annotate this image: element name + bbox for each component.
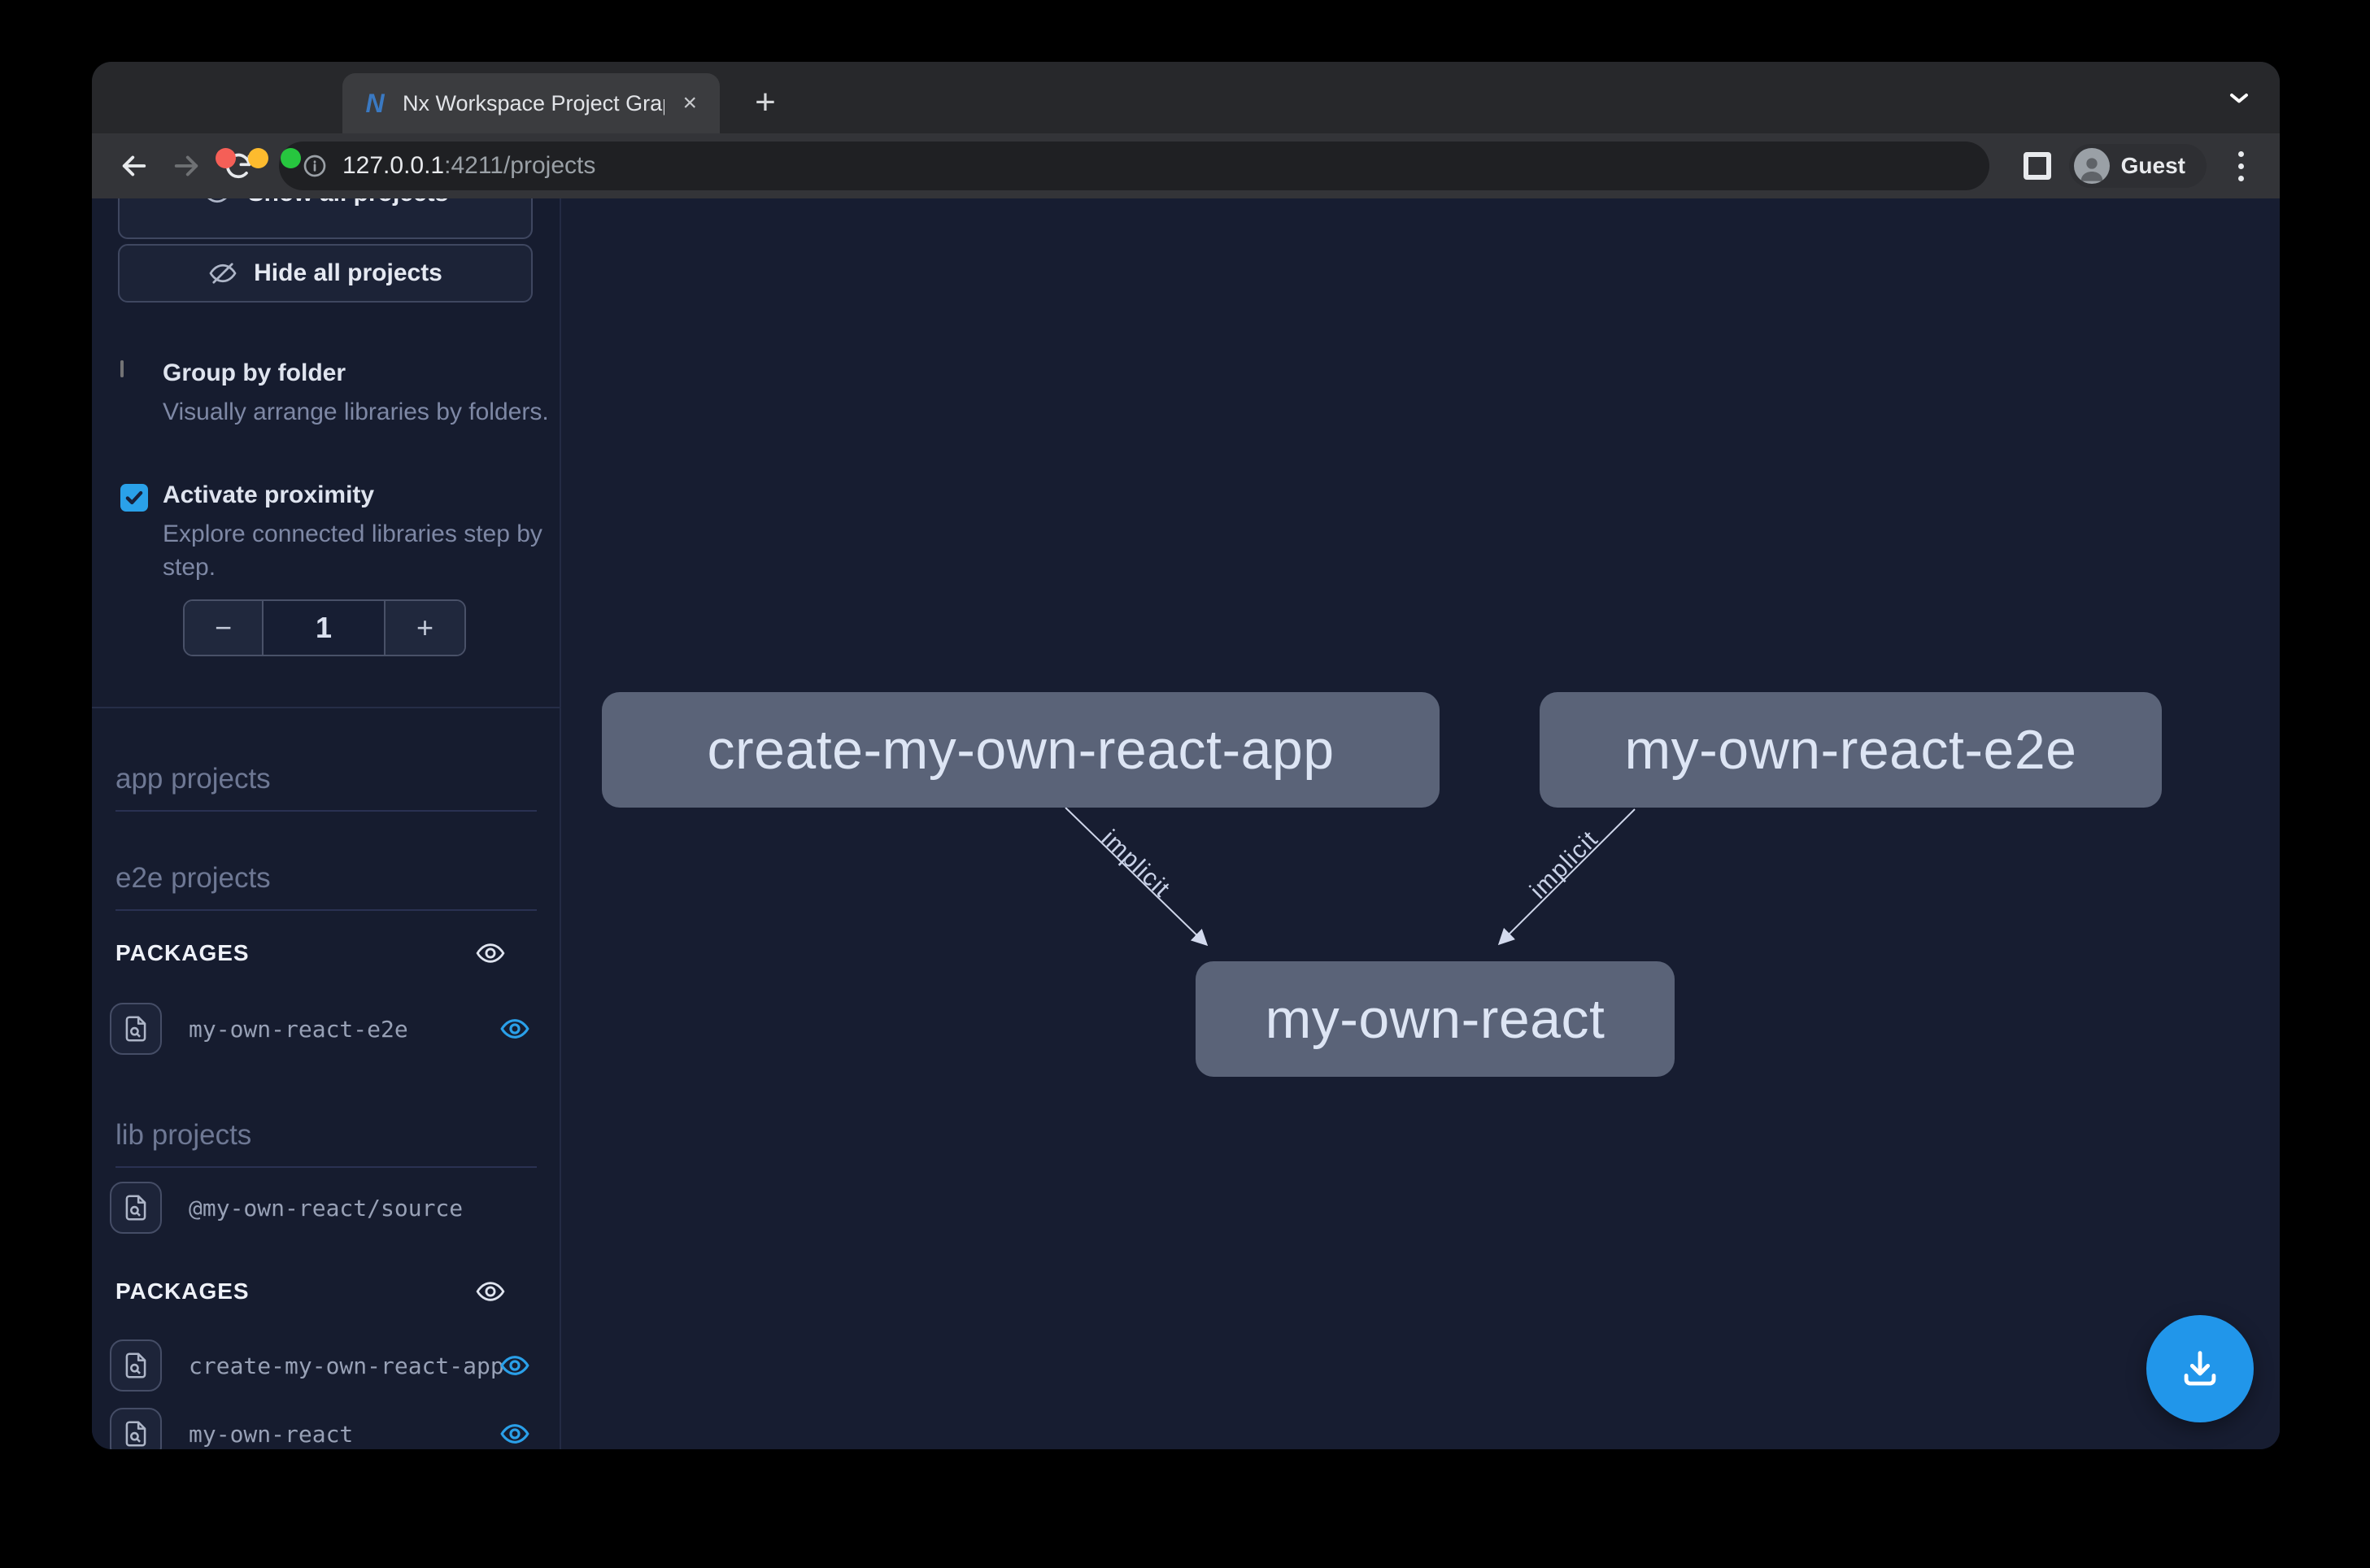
- project-name[interactable]: create-my-own-react-app: [189, 1352, 504, 1379]
- browser-menu-icon[interactable]: [2224, 150, 2257, 181]
- node-label: create-my-own-react-app: [707, 719, 1335, 781]
- profile-chip[interactable]: Guest: [2068, 144, 2207, 188]
- browser-toolbar: 127.0.0.1:4211/projects Guest: [92, 133, 2280, 198]
- activate-proximity-label: Activate proximity: [163, 481, 375, 508]
- node-label: my-own-react: [1265, 988, 1605, 1050]
- show-all-projects-button[interactable]: Show all projects: [118, 198, 533, 239]
- fullscreen-window-button[interactable]: [281, 148, 301, 168]
- graph-edges: implicit implicit: [1065, 807, 1636, 947]
- group-by-folder-description: Visually arrange libraries by folders.: [163, 399, 549, 425]
- proximity-decrement-button[interactable]: −: [185, 601, 264, 655]
- address-bar[interactable]: 127.0.0.1:4211/projects: [279, 142, 1989, 190]
- edge-label-implicit: implicit: [1096, 825, 1175, 903]
- side-panel-icon[interactable]: [2023, 152, 2051, 180]
- activate-proximity-checkbox[interactable]: [120, 484, 148, 512]
- app-content: Show all projects Hide all projects Grou…: [92, 198, 2280, 1449]
- proximity-increment-button[interactable]: +: [386, 601, 464, 655]
- graph-node-create-my-own-react-app[interactable]: create-my-own-react-app: [602, 692, 1440, 808]
- project-row-my-own-react-e2e: my-own-react-e2e: [110, 1002, 543, 1056]
- project-row-create-my-own-react-app: create-my-own-react-app: [110, 1339, 543, 1392]
- node-label: my-own-react-e2e: [1624, 719, 2077, 781]
- e2e-projects-heading: e2e projects: [115, 862, 537, 911]
- browser-window: N Nx Workspace Project Graph × + 127.0.: [92, 62, 2280, 1449]
- browser-tab[interactable]: N Nx Workspace Project Graph ×: [342, 73, 720, 133]
- project-row-my-own-react-source: @my-own-react/source: [110, 1181, 543, 1235]
- url-text: 127.0.0.1:4211/projects: [342, 152, 596, 179]
- packages-label: PACKAGES: [115, 940, 250, 965]
- file-search-icon: [125, 1421, 146, 1447]
- file-search-icon: [125, 1016, 146, 1042]
- focus-project-button[interactable]: [110, 1003, 162, 1055]
- project-row-my-own-react: my-own-react: [110, 1407, 543, 1449]
- eye-icon: [207, 198, 227, 203]
- project-name[interactable]: @my-own-react/source: [189, 1194, 464, 1222]
- group-by-folder-label: Group by folder: [163, 359, 346, 386]
- close-window-button[interactable]: [216, 148, 236, 168]
- lib-projects-heading: lib projects: [115, 1119, 537, 1168]
- tab-close-icon[interactable]: ×: [682, 89, 697, 116]
- file-search-icon: [125, 1352, 146, 1379]
- edge-e2e-to-react: [1497, 808, 1636, 946]
- avatar: [2073, 148, 2110, 184]
- graph-node-my-own-react[interactable]: my-own-react: [1196, 961, 1675, 1077]
- project-graph-canvas[interactable]: implicit implicit create-my-own-react-ap…: [561, 198, 2280, 1449]
- app-projects-heading: app projects: [115, 763, 537, 812]
- focus-project-button[interactable]: [110, 1339, 162, 1392]
- download-icon: [2184, 1351, 2216, 1386]
- focus-project-button[interactable]: [110, 1408, 162, 1449]
- focus-project-button[interactable]: [110, 1182, 162, 1234]
- eye-off-icon: [209, 263, 237, 284]
- hide-all-projects-label: Hide all projects: [254, 259, 442, 286]
- back-button[interactable]: [111, 143, 157, 189]
- site-info-icon[interactable]: [302, 153, 328, 179]
- packages-header-lib: PACKAGES: [115, 1278, 537, 1304]
- forward-button[interactable]: [163, 143, 209, 189]
- new-tab-button[interactable]: +: [755, 82, 776, 122]
- edge-label-implicit: implicit: [1525, 825, 1604, 904]
- nx-favicon-icon: N: [365, 88, 385, 118]
- tab-overflow-chevron-icon[interactable]: [2224, 83, 2254, 116]
- toggle-visibility-eye-icon[interactable]: [499, 1350, 530, 1381]
- packages-label: PACKAGES: [115, 1278, 250, 1304]
- group-by-folder-checkbox[interactable]: [120, 360, 124, 377]
- packages-header-e2e: PACKAGES: [115, 940, 537, 966]
- toggle-visibility-eye-icon[interactable]: [499, 1013, 530, 1044]
- tab-title: Nx Workspace Project Graph: [403, 90, 665, 115]
- eye-icon[interactable]: [475, 1276, 506, 1307]
- proximity-stepper: − 1 +: [183, 599, 466, 656]
- edge-create-to-react: [1065, 807, 1209, 947]
- activate-proximity-description: Explore connected libraries step by step…: [163, 520, 542, 581]
- checkbox-unchecked-icon[interactable]: [120, 360, 124, 377]
- download-graph-button[interactable]: [2146, 1315, 2254, 1422]
- file-search-icon: [125, 1195, 146, 1221]
- proximity-value: 1: [264, 601, 386, 655]
- sidebar-divider: [92, 707, 560, 708]
- project-sidebar: Show all projects Hide all projects Grou…: [92, 198, 561, 1449]
- project-name[interactable]: my-own-react: [189, 1420, 354, 1448]
- show-all-projects-label: Show all projects: [248, 198, 449, 207]
- tab-strip: N Nx Workspace Project Graph × +: [92, 62, 2280, 168]
- eye-icon[interactable]: [475, 938, 506, 969]
- project-name[interactable]: my-own-react-e2e: [189, 1015, 408, 1043]
- hide-all-projects-button[interactable]: Hide all projects: [118, 244, 533, 303]
- profile-label: Guest: [2120, 153, 2185, 178]
- checkbox-checked-icon[interactable]: [120, 484, 148, 512]
- minimize-window-button[interactable]: [248, 148, 268, 168]
- toggle-visibility-eye-icon[interactable]: [499, 1418, 530, 1449]
- graph-node-my-own-react-e2e[interactable]: my-own-react-e2e: [1540, 692, 2162, 808]
- window-controls[interactable]: [216, 148, 301, 168]
